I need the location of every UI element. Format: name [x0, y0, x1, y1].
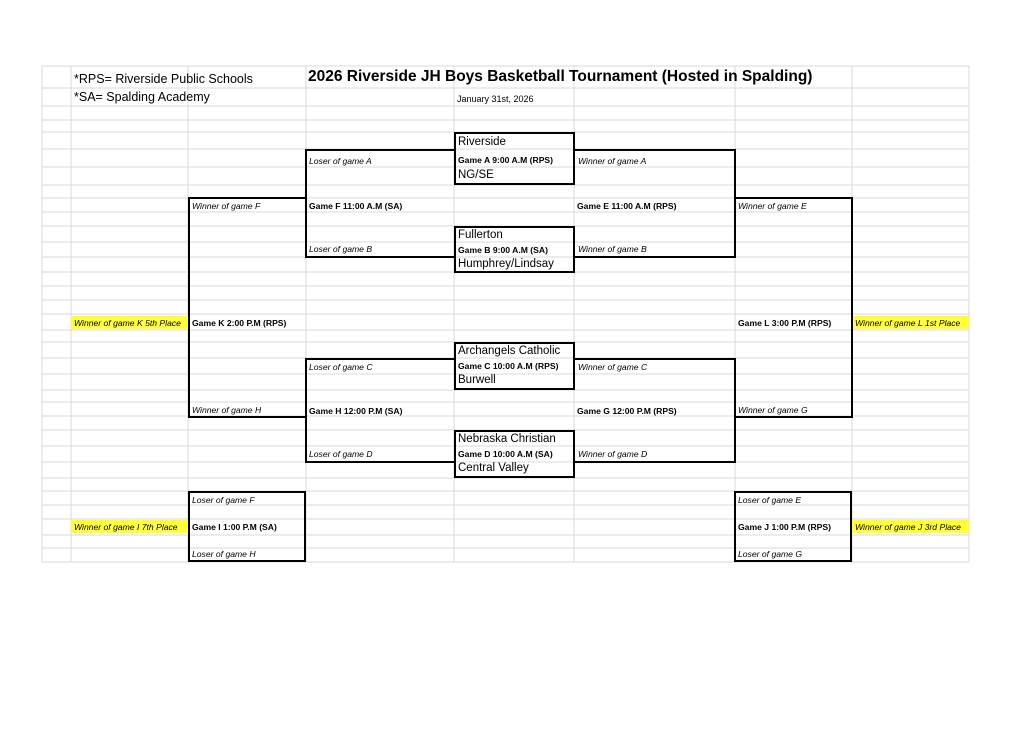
note-winner-h: Winner of game H: [192, 405, 262, 415]
line: [574, 149, 736, 151]
line: [188, 197, 190, 418]
place-k-highlight: [71, 316, 188, 329]
game-a-box: [454, 132, 575, 185]
line: [305, 358, 455, 360]
note-winner-c: Winner of game C: [578, 362, 648, 372]
line: [851, 197, 853, 418]
game-h-label: Game H 12:00 P.M (SA): [309, 406, 403, 416]
team-central-valley: Central Valley: [458, 462, 529, 474]
game-c-box: [454, 342, 575, 390]
game-k-label: Game K 2:00 P.M (RPS): [192, 318, 287, 328]
game-j-box: [734, 491, 852, 562]
game-g-label: Game G 12:00 P.M (RPS): [577, 406, 677, 416]
tournament-date: January 31st, 2026: [457, 94, 534, 104]
game-a-label: Game A 9:00 A.M (RPS): [458, 155, 554, 165]
note-winner-f: Winner of game F: [192, 201, 261, 211]
team-burwell: Burwell: [458, 374, 496, 386]
place-j-label: Winner of game J 3rd Place: [855, 522, 961, 532]
note-loser-c: Loser of game C: [309, 362, 373, 372]
line: [188, 416, 307, 418]
note-loser-g: Loser of game G: [738, 549, 803, 559]
line: [734, 149, 736, 258]
game-b-label: Game B 9:00 A.M (SA): [458, 245, 548, 255]
note-loser-h: Loser of game H: [192, 549, 256, 559]
line: [305, 461, 455, 463]
line: [188, 197, 307, 199]
team-humphrey-lindsay: Humphrey/Lindsay: [458, 258, 554, 270]
line: [305, 358, 307, 463]
game-d-box: [454, 430, 575, 478]
note-winner-g: Winner of game G: [738, 405, 808, 415]
game-i-box: [188, 491, 306, 562]
game-d-label: Game D 10:00 A.M (SA): [458, 449, 553, 459]
note-winner-e: Winner of game E: [738, 201, 807, 211]
game-l-label: Game L 3:00 P.M (RPS): [738, 318, 832, 328]
team-fullerton: Fullerton: [458, 229, 503, 241]
note-loser-b: Loser of game B: [309, 244, 373, 254]
team-riverside: Riverside: [458, 136, 506, 148]
line: [574, 461, 736, 463]
place-l-label: Winner of game L 1st Place: [855, 318, 961, 328]
line: [305, 149, 307, 258]
game-e-label: Game E 11:00 A.M (RPS): [577, 201, 677, 211]
game-i-label: Game I 1:00 P.M (SA): [192, 522, 277, 532]
legend-rps: *RPS= Riverside Public Schools: [74, 72, 253, 86]
place-j-highlight: [852, 520, 969, 533]
line: [574, 358, 736, 360]
note-loser-d: Loser of game D: [309, 449, 373, 459]
game-f-label: Game F 11:00 A.M (SA): [309, 201, 403, 211]
note-winner-b: Winner of game B: [578, 244, 647, 254]
line: [734, 197, 852, 199]
place-i-label: Winner of game I 7th Place: [74, 522, 178, 532]
line: [305, 149, 455, 151]
line: [574, 256, 736, 258]
place-k-label: Winner of game K 5th Place: [74, 318, 181, 328]
line: [305, 256, 455, 258]
line: [734, 416, 852, 418]
note-loser-f: Loser of game F: [192, 495, 255, 505]
game-b-box: [454, 226, 575, 273]
place-l-highlight: [852, 316, 969, 329]
game-j-label: Game J 1:00 P.M (RPS): [738, 522, 831, 532]
line: [734, 358, 736, 463]
place-i-highlight: [71, 520, 188, 533]
team-nebraska-christian: Nebraska Christian: [458, 433, 556, 445]
note-loser-a: Loser of game A: [309, 156, 372, 166]
team-ngse: NG/SE: [458, 169, 494, 181]
note-winner-d: Winner of game D: [578, 449, 648, 459]
team-archangels-catholic: Archangels Catholic: [458, 345, 561, 357]
game-c-label: Game C 10:00 A.M (RPS): [458, 361, 559, 371]
note-loser-e: Loser of game E: [738, 495, 802, 505]
page-title: 2026 Riverside JH Boys Basketball Tourna…: [308, 68, 813, 85]
legend-sa: *SA= Spalding Academy: [74, 90, 210, 104]
note-winner-a: Winner of game A: [578, 156, 647, 166]
